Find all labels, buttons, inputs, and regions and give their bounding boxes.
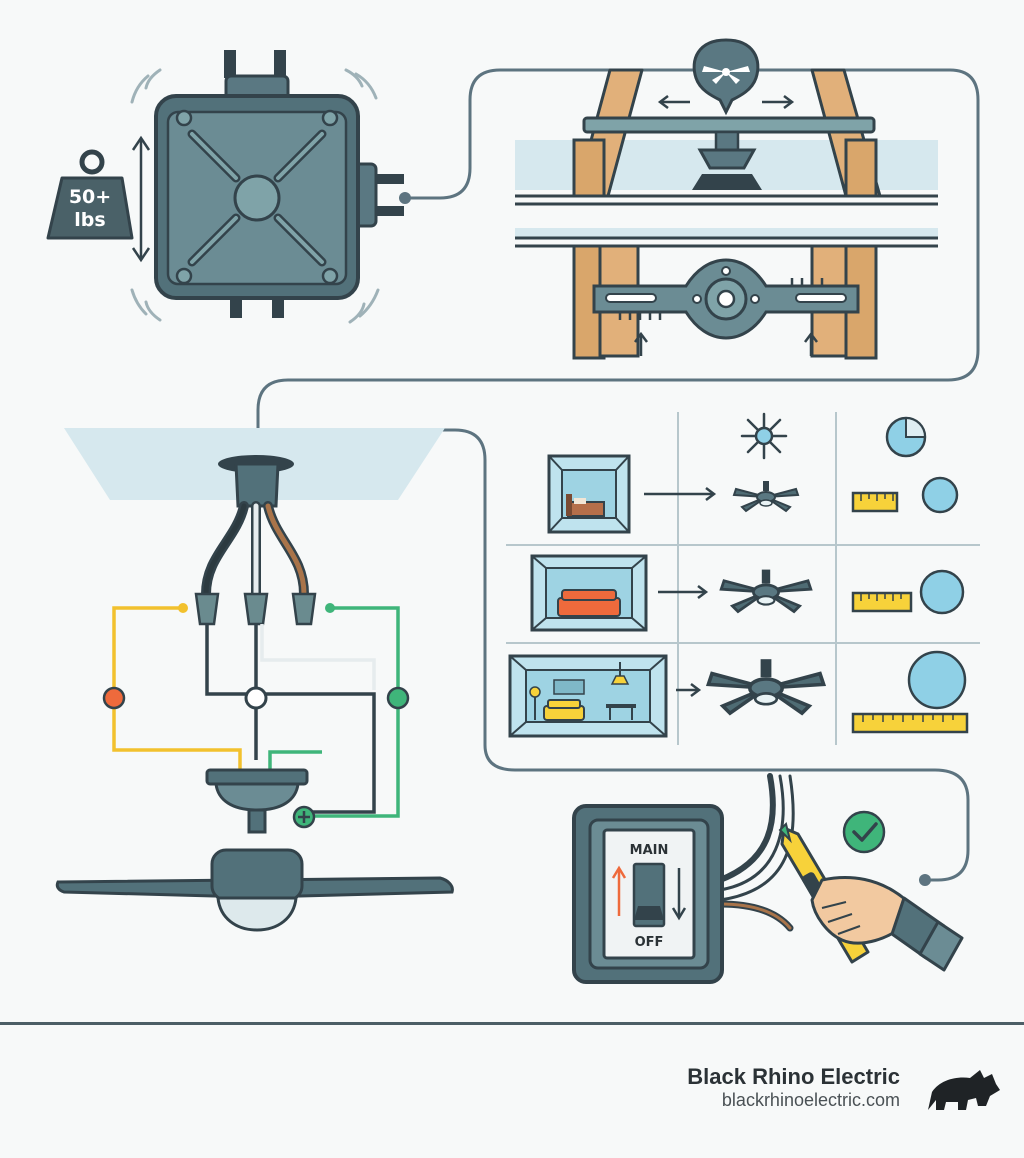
weight-label-value: 50+ [69, 186, 111, 208]
bedroom-icon [547, 454, 631, 534]
junction-box-icon [154, 50, 404, 318]
check-icon [842, 810, 886, 854]
brand-url: blackrhinoelectric.com [721, 1090, 900, 1110]
breaker-top-label: MAIN [630, 843, 669, 858]
size-circle-icon [907, 650, 967, 710]
brand-name: Black Rhino Electric [687, 1064, 900, 1089]
bracket-mount-icon [515, 228, 938, 360]
breaker-bottom-label: OFF [635, 935, 664, 950]
load-arrow [131, 135, 151, 263]
vibration-marks [130, 68, 380, 324]
size-circle-icon [921, 476, 959, 514]
ruler-icon [851, 491, 899, 513]
breaker-switch-icon: MAIN OFF [572, 804, 724, 984]
ceiling-fan-icon [719, 568, 813, 613]
voltage-tester-icon [778, 822, 964, 972]
size-circle-icon [919, 569, 965, 615]
rhino-logo-icon [928, 1070, 1000, 1110]
wire-connector [194, 592, 317, 626]
footer-divider [0, 1022, 1024, 1025]
flow-end-dot [919, 874, 931, 886]
brace-bar-icon [515, 68, 938, 206]
ruler-icon [851, 591, 913, 613]
ceiling-fan-icon [706, 657, 826, 716]
living-room-icon [530, 554, 648, 632]
flow-connector-lines [256, 68, 980, 882]
flow-arrow [658, 585, 709, 599]
ceiling-fan-icon [733, 480, 799, 512]
neutral-junction-dot [244, 686, 268, 710]
flow-start-dot [399, 192, 411, 204]
ground-terminal-dot [386, 686, 410, 710]
ceiling-fan-icon [692, 38, 760, 116]
power-cables [716, 773, 795, 932]
weight-label-unit: lbs [74, 209, 105, 231]
wiring-diagram [64, 428, 445, 829]
hot-terminal-dot [102, 686, 126, 710]
open-room-icon [508, 654, 668, 738]
weight-icon: 50+ lbs [46, 149, 134, 240]
flow-arrow [644, 487, 717, 501]
flow-arrow [676, 683, 702, 697]
ceiling-fan-icon [55, 768, 454, 932]
ruler-icon [851, 712, 969, 734]
light-icon [740, 412, 788, 460]
adjust-arrows [657, 95, 795, 109]
size-circle-icon [885, 416, 927, 458]
